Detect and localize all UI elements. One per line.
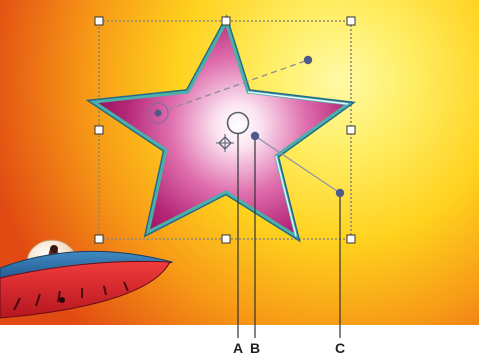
handle-top-left[interactable] [95,17,103,25]
handle-middle-right[interactable] [347,126,355,134]
callout-label-a: A [233,340,243,356]
gradient-radius-handle[interactable] [336,189,344,197]
handle-middle-left[interactable] [95,126,103,134]
callout-label-c: C [335,340,345,356]
gradient-angle-handle[interactable] [304,56,312,64]
gradient-center-handle[interactable] [251,132,259,140]
handle-top-center[interactable] [222,17,230,25]
handle-bottom-center[interactable] [222,235,230,243]
callout-label-b: B [250,340,260,356]
handle-top-right[interactable] [347,17,355,25]
handle-bottom-left[interactable] [95,235,103,243]
handle-bottom-right[interactable] [347,235,355,243]
gradient-rotation-dot[interactable] [155,110,162,117]
